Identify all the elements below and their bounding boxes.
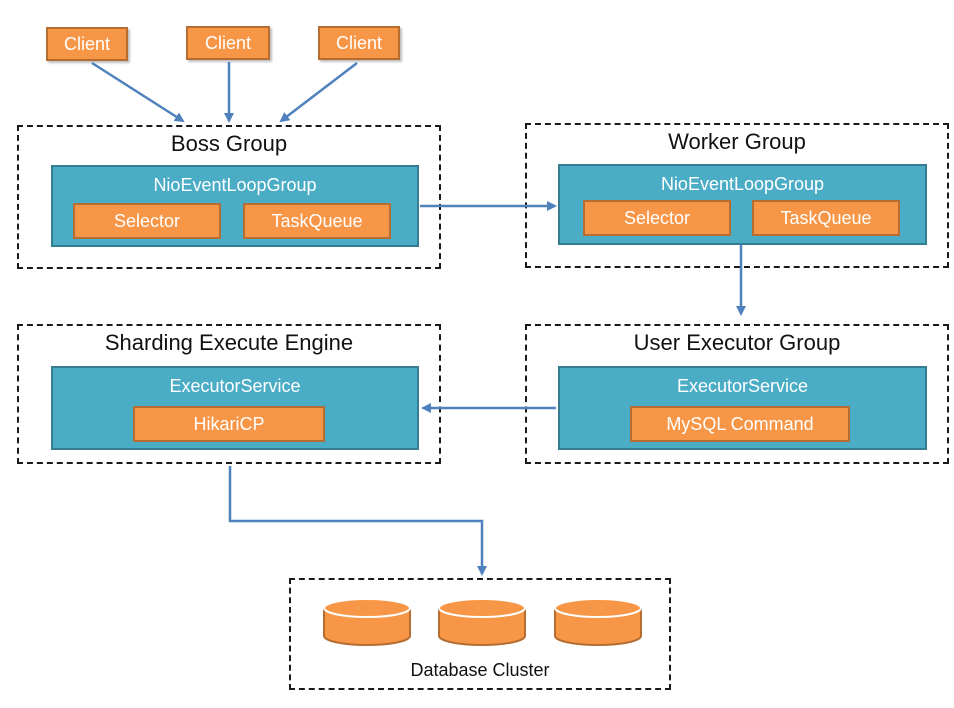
sharding-executor-service-title: ExecutorService xyxy=(169,376,301,396)
boss-group: Boss Group NioEventLoopGroup Selector Ta… xyxy=(17,125,441,269)
worker-selector: Selector xyxy=(583,200,731,236)
client-label: Client xyxy=(204,32,252,53)
boss-task-queue: TaskQueue xyxy=(243,203,391,239)
boss-task-queue-label: TaskQueue xyxy=(271,210,363,231)
boss-selector: Selector xyxy=(73,203,221,239)
worker-group: Worker Group NioEventLoopGroup Selector … xyxy=(525,123,949,268)
sharding-execute-engine: Sharding Execute Engine ExecutorService … xyxy=(17,324,441,464)
mysql-command-label: MySQL Command xyxy=(666,413,814,434)
worker-nio-event-loop-group-title: NioEventLoopGroup xyxy=(660,174,825,194)
database-cylinder-icon xyxy=(554,598,642,646)
client-box-2: Client xyxy=(186,26,270,60)
user-executor-group-title: User Executor Group xyxy=(633,330,841,355)
hikaricp-label: HikariCP xyxy=(193,413,265,434)
database-cluster-label: Database Cluster xyxy=(410,660,550,680)
worker-task-queue-label: TaskQueue xyxy=(780,207,872,228)
sharding-engine-title: Sharding Execute Engine xyxy=(104,330,354,355)
worker-selector-label: Selector xyxy=(623,207,691,228)
worker-task-queue: TaskQueue xyxy=(752,200,900,236)
boss-nio-event-loop-group: NioEventLoopGroup Selector TaskQueue xyxy=(51,165,419,247)
boss-group-title: Boss Group xyxy=(170,131,288,156)
worker-group-title: Worker Group xyxy=(668,129,806,154)
client-label: Client xyxy=(335,32,383,53)
sharding-executor-service: ExecutorService HikariCP xyxy=(51,366,419,450)
arrow-client1-to-boss xyxy=(91,61,185,123)
database-cluster: Database Cluster xyxy=(289,578,671,690)
mysql-command: MySQL Command xyxy=(630,406,850,442)
boss-selector-label: Selector xyxy=(113,210,181,231)
user-executor-service: ExecutorService MySQL Command xyxy=(558,366,927,450)
client-box-3: Client xyxy=(318,26,400,60)
hikaricp-pool: HikariCP xyxy=(133,406,325,442)
client-box-1: Client xyxy=(46,27,128,61)
user-executor-group: User Executor Group ExecutorService MySQ… xyxy=(525,324,949,464)
arrow-client3-to-boss xyxy=(279,62,358,123)
database-cylinder-icon xyxy=(438,598,526,646)
worker-nio-event-loop-group: NioEventLoopGroup Selector TaskQueue xyxy=(558,164,927,245)
client-label: Client xyxy=(63,33,111,54)
boss-nio-event-loop-group-title: NioEventLoopGroup xyxy=(153,175,317,195)
user-executor-service-title: ExecutorService xyxy=(676,376,809,396)
database-cylinder-icon xyxy=(323,598,411,646)
database-cylinders xyxy=(323,598,642,646)
arrow-sharding-to-database xyxy=(228,466,487,576)
